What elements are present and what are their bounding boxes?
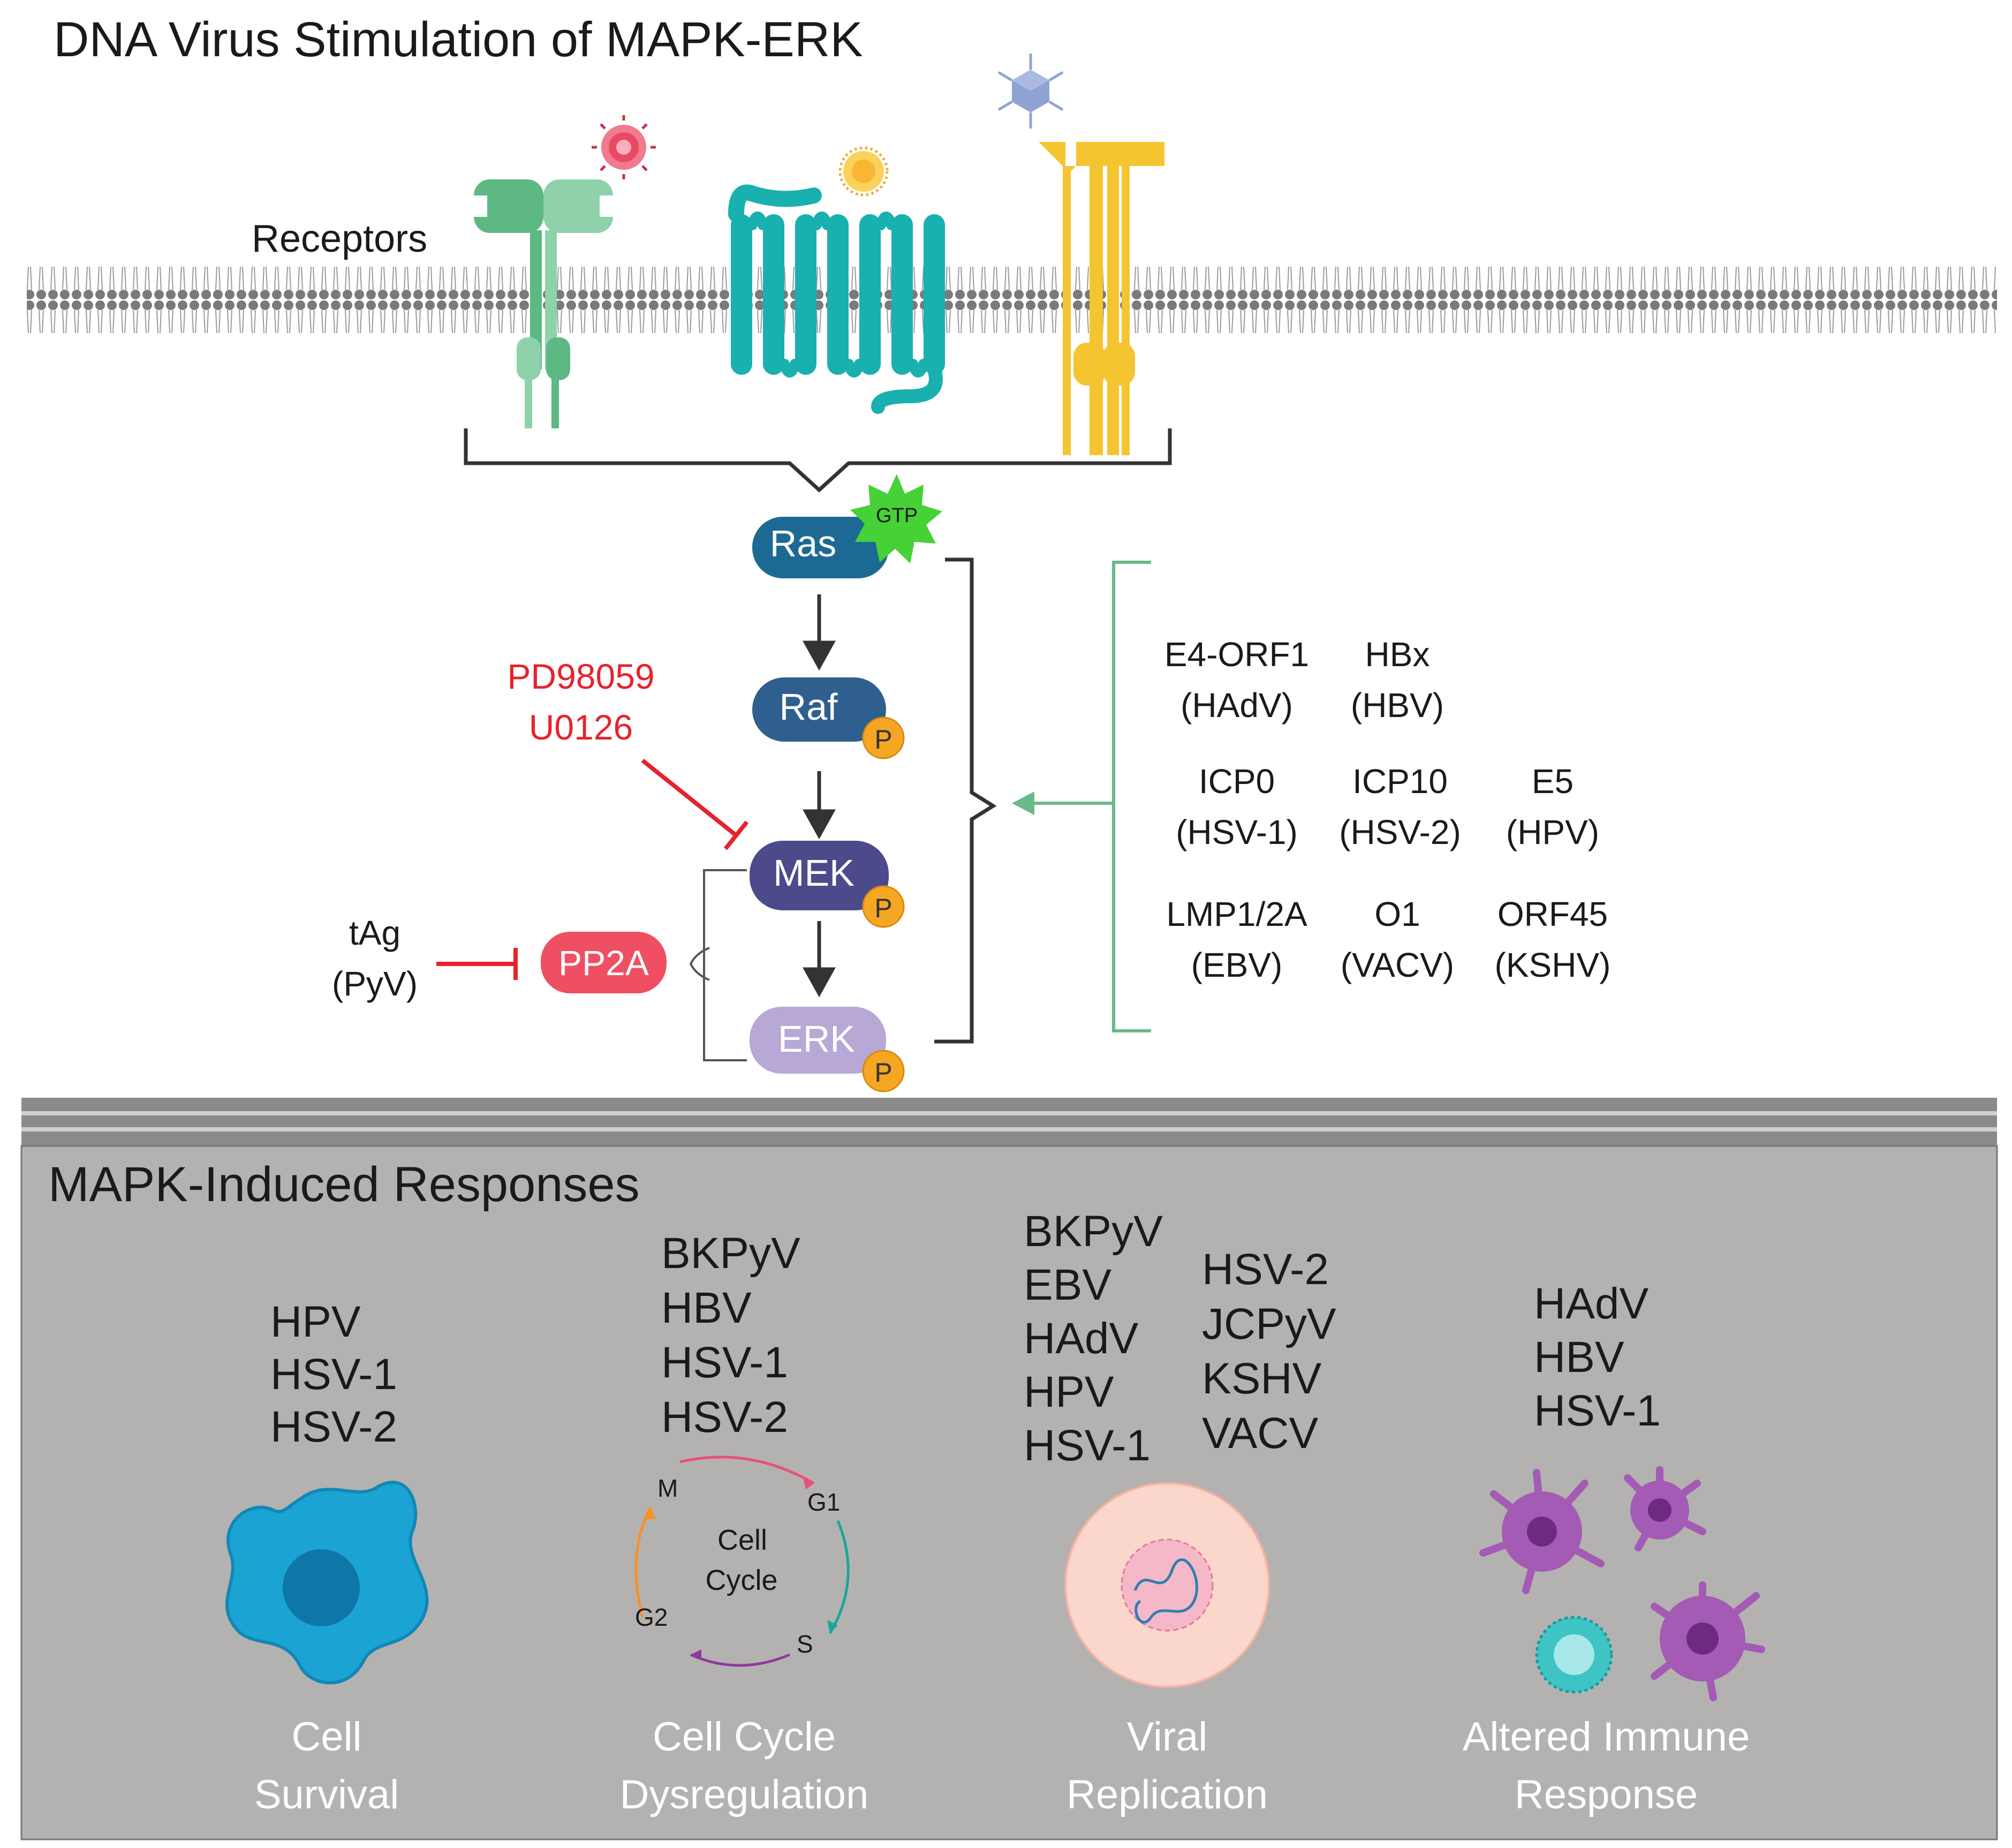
cell-cycle-icon: [634, 1455, 850, 1667]
tag-label: tAg: [349, 914, 401, 952]
ras-pill: [752, 517, 889, 578]
raf-label: Raf: [779, 686, 838, 728]
viral-protein-item: ICP0(HSV-1): [1176, 762, 1298, 851]
raf-phospho-label: P: [874, 725, 892, 755]
cell-cycle-center-2: Cycle: [705, 1564, 778, 1596]
inhibitor-pd98059: PD98059: [507, 657, 655, 696]
raf-pill: [752, 677, 886, 742]
virus-pink-icon: [592, 115, 656, 179]
viral-protein-item: LMP1/2A(EBV): [1166, 895, 1307, 984]
mek-erk-bracket: [703, 869, 747, 1061]
section-divider: [21, 1098, 1997, 1146]
viral-protein-item: E4-ORF1(HAdV): [1164, 635, 1310, 725]
immune-cells-icon: [1479, 1466, 1765, 1701]
phase-g1-label: G1: [807, 1488, 841, 1516]
gtp-star-icon: [850, 474, 942, 563]
erk-label: ERK: [778, 1018, 855, 1060]
mek-phospho-label: P: [874, 893, 892, 923]
cascade-arrows: [803, 594, 836, 998]
inhibitor-u0126: U0126: [528, 707, 633, 747]
viral-protein-item: E5(HPV): [1506, 762, 1600, 851]
mek-pill: [750, 841, 889, 910]
cell-membrane: [27, 262, 1997, 337]
pp2a-label: PP2A: [558, 943, 649, 983]
inhibitor-lines: [436, 758, 749, 980]
virus-blue-icon: [997, 54, 1064, 129]
viral-protein-item: ICP10(HSV-2): [1339, 762, 1461, 851]
cell-cycle-center-1: Cell: [717, 1524, 768, 1556]
green-arrow-head: [1012, 791, 1034, 815]
phase-m-label: M: [657, 1474, 678, 1502]
pp2a-pill: [541, 932, 667, 993]
mek-phospho-icon: [862, 885, 905, 928]
viral-protein-item: O1(VACV): [1340, 895, 1455, 984]
gpcr-receptor-icon: [728, 184, 945, 414]
phase-g2-label: G2: [635, 1603, 668, 1631]
erk-pill: [750, 1007, 886, 1074]
phase-s-label: S: [797, 1630, 813, 1658]
erk-phospho-icon: [862, 1050, 905, 1092]
cell-survival-icon: [225, 1481, 429, 1685]
responses-title: MAPK-Induced Responses: [48, 1157, 640, 1212]
gtp-label: GTP: [875, 504, 918, 527]
viral-protein-item: ORF45(KSHV): [1494, 895, 1611, 984]
receptors-label: Receptors: [252, 217, 428, 260]
cascade-bracket: [934, 557, 997, 1044]
virus-orange-icon: [838, 146, 889, 197]
receptor-bracket: [464, 428, 1172, 493]
pp2a-brace: [689, 947, 710, 981]
viral-protein-item: HBx(HBV): [1350, 635, 1444, 725]
page-title: DNA Virus Stimulation of MAPK-ERK: [54, 12, 863, 67]
top-panel: [21, 0, 1992, 1100]
viral-replication-icon: [1064, 1482, 1270, 1688]
raf-phospho-icon: [862, 716, 905, 759]
ras-label: Ras: [769, 523, 837, 564]
cytokine-receptor-icon: [1039, 142, 1164, 455]
mek-label: MEK: [773, 852, 854, 894]
receptor-tyrosine-kinase-icon: [471, 179, 616, 428]
tag-virus-label: (PyV): [332, 964, 418, 1003]
viral-protein-bracket: [1112, 561, 1151, 1032]
erk-phospho-label: P: [874, 1058, 892, 1088]
